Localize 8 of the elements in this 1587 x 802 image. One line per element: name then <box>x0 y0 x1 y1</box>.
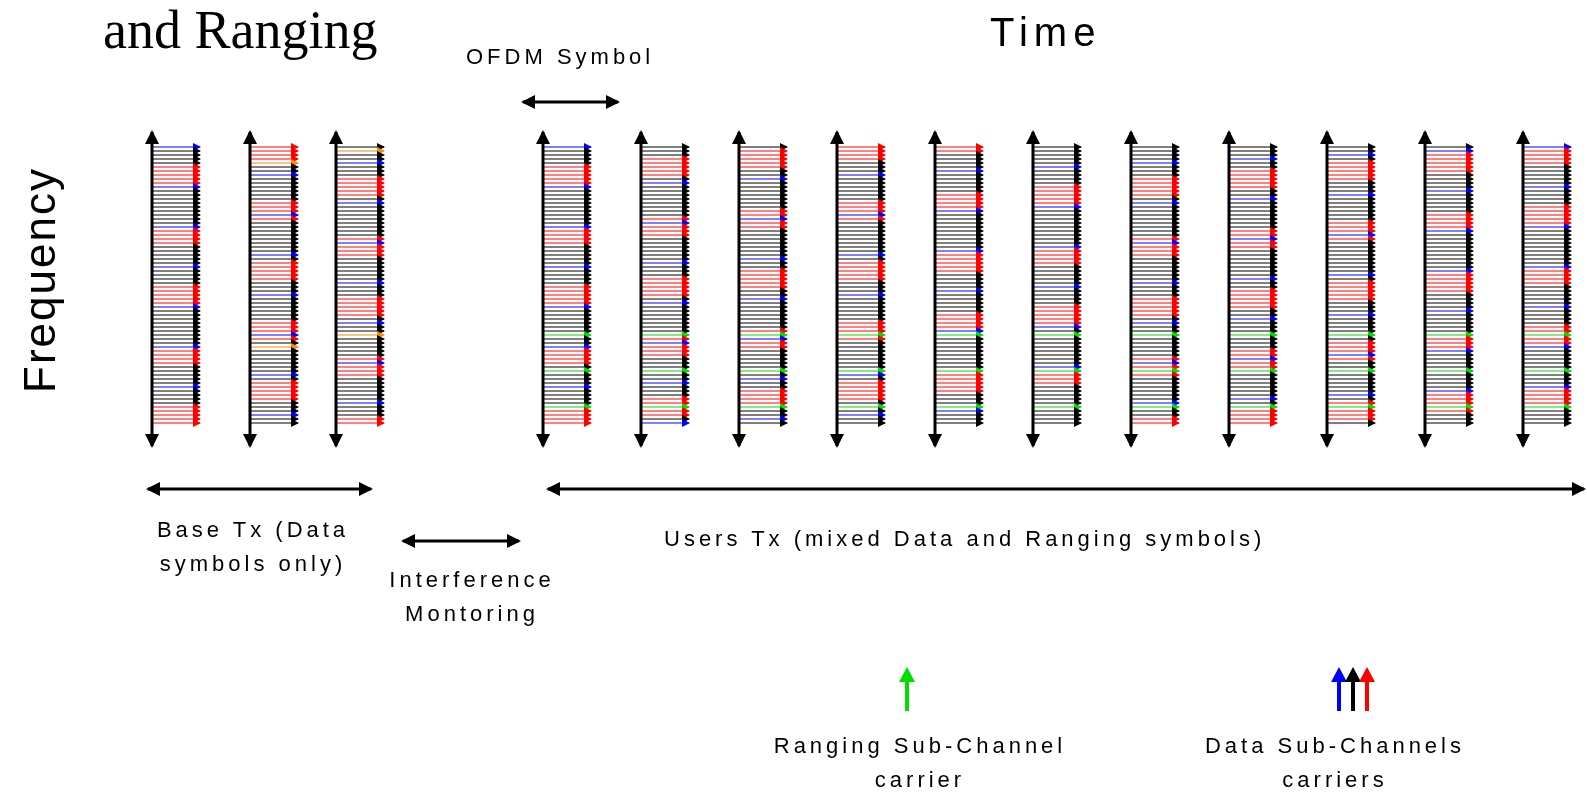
text-label: Users Tx (mixed Data and Ranging symbols) <box>664 525 1266 553</box>
legend-text: Ranging Sub-Channel carrier <box>772 732 1068 794</box>
legend-text: Data Sub-Channels carriers <box>1204 732 1466 794</box>
text-label: Base Tx (Data symbols only) <box>155 516 351 578</box>
text-label: Interference Montoring <box>388 566 556 628</box>
text-label: OFDM Symbol <box>466 43 655 71</box>
title: and Ranging <box>103 0 378 60</box>
text-label: Time <box>990 9 1102 56</box>
